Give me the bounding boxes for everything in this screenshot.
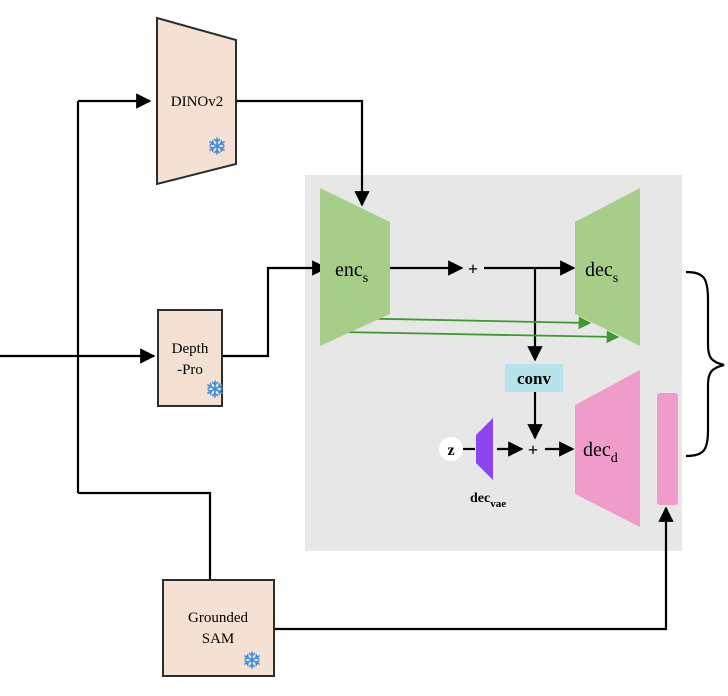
- dec-d-label: decd: [583, 439, 618, 466]
- depth-pro-block: Depth -Pro: [157, 309, 223, 407]
- connections: [0, 93, 725, 632]
- conv-label: conv: [517, 369, 552, 388]
- dec-d-block: decd: [575, 370, 640, 527]
- dec-vae-block: decvae: [470, 418, 506, 510]
- grounded-sam-block: Grounded SAM: [162, 579, 275, 677]
- plus-top: +: [468, 259, 478, 279]
- dec-s-label: decs: [585, 259, 618, 286]
- dinov2-block: DINOv2: [156, 16, 237, 186]
- grounded-sam-label-1: Grounded: [188, 610, 248, 626]
- dec-vae-label: decvae: [470, 491, 506, 510]
- skip-connections: [339, 316, 620, 344]
- z-label: z: [447, 442, 454, 459]
- z-node: z: [439, 437, 463, 461]
- plus-bottom: +: [528, 440, 538, 460]
- enc-s-label: encs: [335, 259, 368, 286]
- conv-block: conv: [505, 364, 563, 392]
- depth-pro-label-2: -Pro: [177, 362, 203, 378]
- dec-s-block: decs: [575, 188, 640, 346]
- enc-s-block: encs: [320, 188, 390, 346]
- grounded-sam-label-2: SAM: [202, 631, 235, 647]
- depth-pro-label-1: Depth: [172, 341, 209, 357]
- mask-bar: [657, 393, 678, 505]
- dinov2-label: DINOv2: [171, 94, 224, 110]
